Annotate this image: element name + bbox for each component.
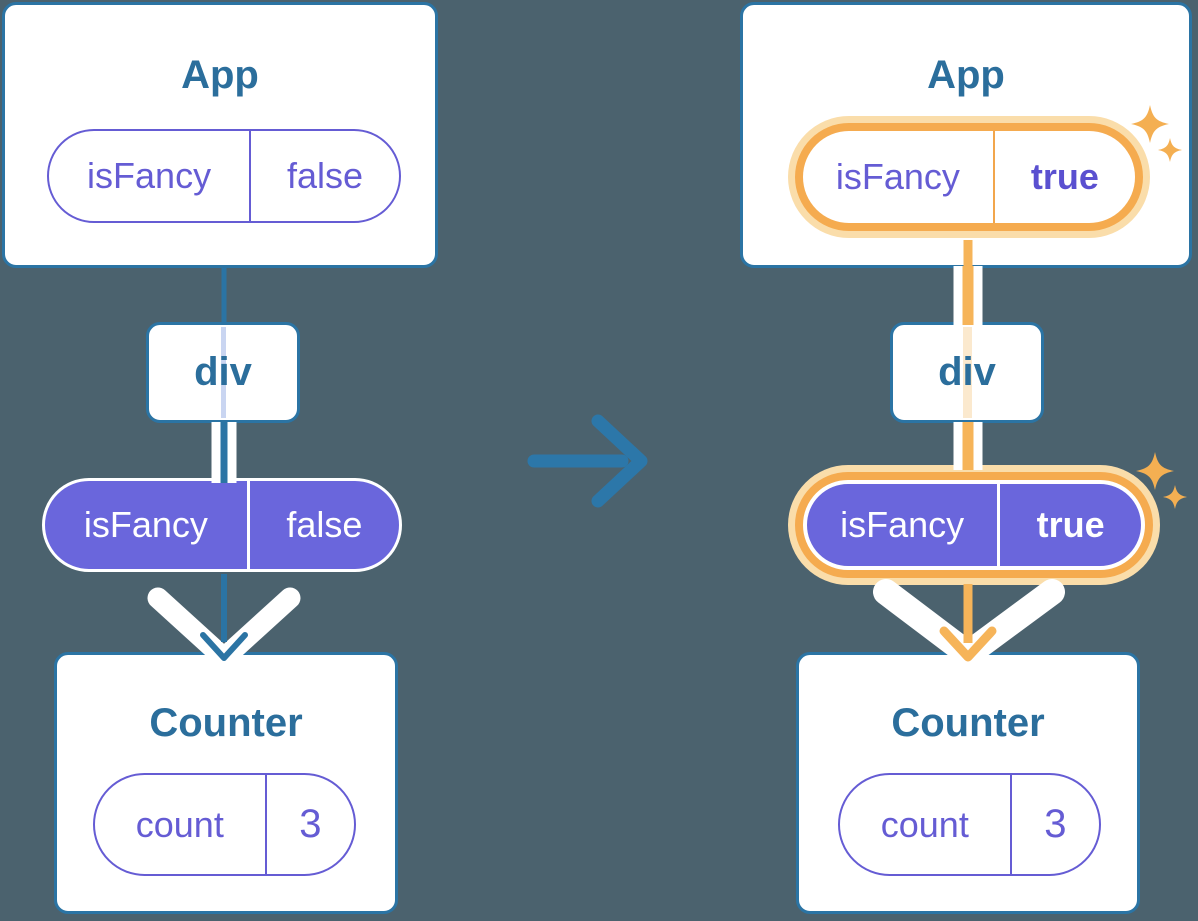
component-title: App bbox=[927, 53, 1005, 97]
state-value: 3 bbox=[1009, 775, 1099, 874]
prop-name: isFancy bbox=[83, 504, 208, 545]
prop-pass-through-line bbox=[962, 327, 972, 418]
state-name: count bbox=[880, 803, 969, 845]
state-name: count bbox=[135, 803, 224, 845]
down-chevron-icon bbox=[147, 587, 301, 669]
sparkle-icon-small bbox=[1163, 485, 1187, 509]
component-title: App bbox=[181, 53, 259, 97]
count-pill: count 3 bbox=[838, 773, 1101, 876]
sparkle-icon-large bbox=[1136, 452, 1174, 490]
down-chevron-icon bbox=[873, 579, 1065, 667]
element-label: div bbox=[194, 350, 252, 394]
count-pill: count 3 bbox=[93, 773, 356, 876]
prop-value: true bbox=[997, 484, 1141, 566]
state-value: true bbox=[992, 131, 1135, 223]
counter-card-after: Counter count 3 bbox=[796, 652, 1140, 914]
counter-card-before: Counter count 3 bbox=[54, 652, 398, 914]
prop-value: false bbox=[246, 481, 399, 569]
component-title: Counter bbox=[149, 701, 303, 745]
component-title: Counter bbox=[891, 701, 1045, 745]
state-value: false bbox=[249, 131, 399, 221]
state-name: isFancy bbox=[87, 155, 212, 196]
app-card-before: App isFancy false bbox=[2, 2, 438, 268]
state-pill-highlighted: isFancy true bbox=[803, 131, 1135, 223]
state-value: 3 bbox=[264, 775, 354, 874]
prop-name: isFancy bbox=[840, 504, 965, 545]
prop-pass-through-line bbox=[220, 327, 226, 418]
prop-pill-before: isFancy false bbox=[42, 478, 402, 572]
transition-arrow-icon bbox=[591, 414, 648, 508]
prop-pill-highlighted: isFancy true bbox=[803, 480, 1145, 570]
element-label: div bbox=[938, 350, 996, 394]
state-name: isFancy bbox=[835, 156, 960, 197]
app-card-after: App isFancy true bbox=[740, 2, 1192, 268]
state-pill: isFancy false bbox=[47, 129, 401, 223]
div-card-after: div bbox=[890, 322, 1044, 423]
div-card-before: div bbox=[146, 322, 300, 423]
